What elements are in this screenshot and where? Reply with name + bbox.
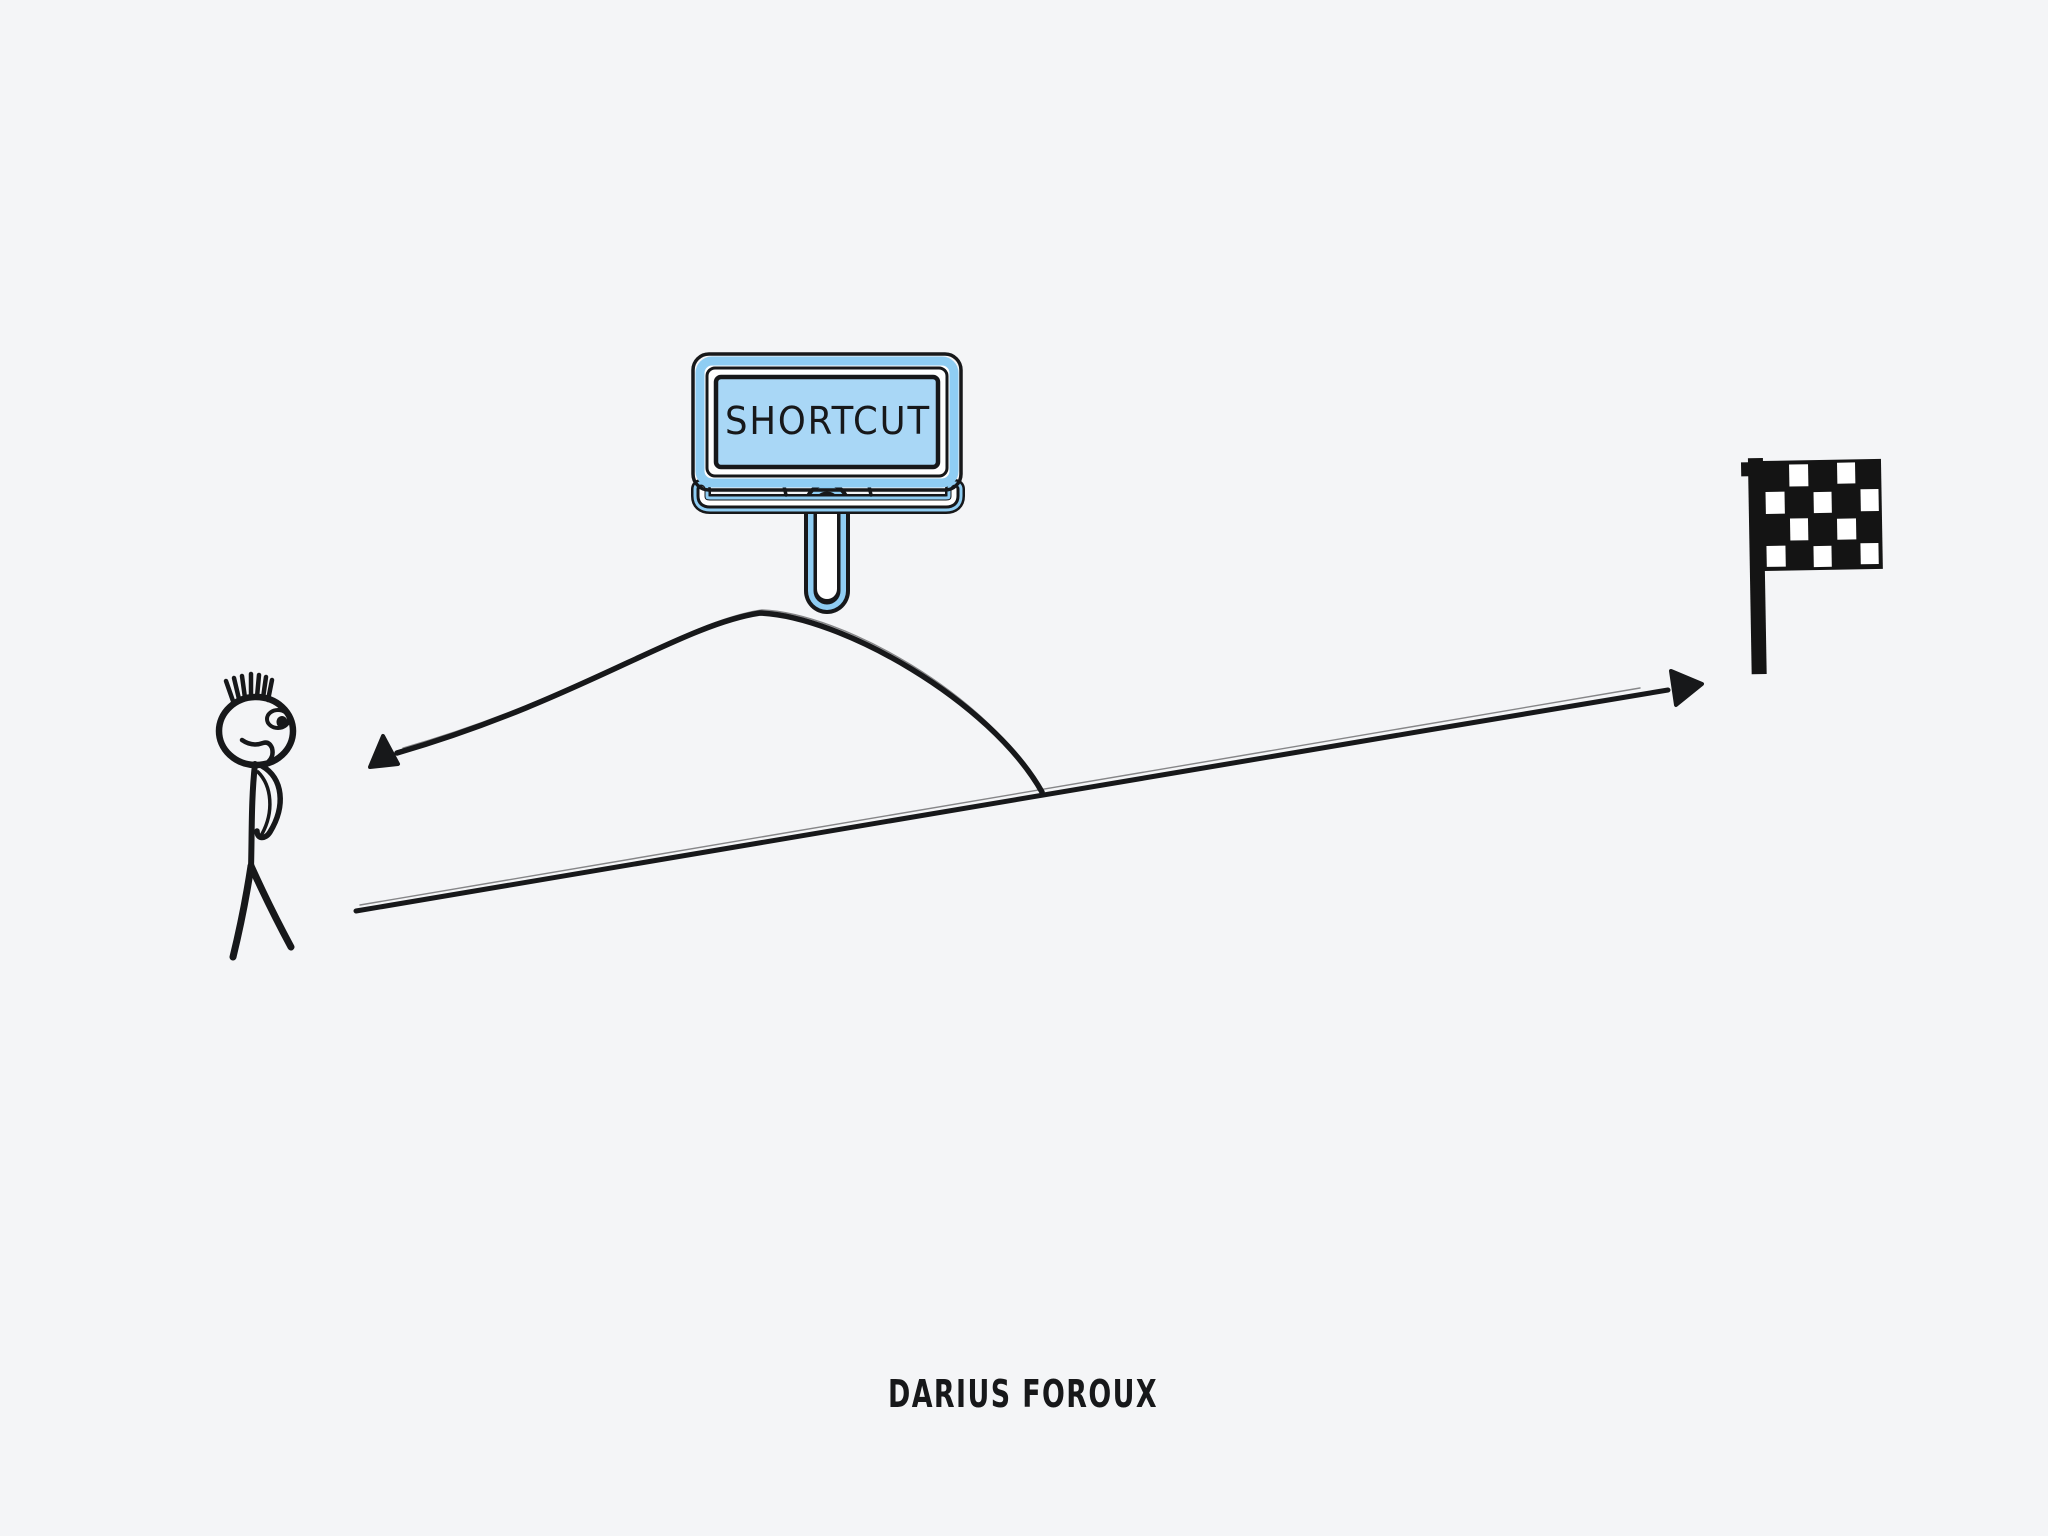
signature: DARIUS FOROUX [888, 1372, 1158, 1416]
stick-figure-pupil [276, 716, 288, 728]
sign-panel [713, 374, 941, 470]
stick-figure-eye [265, 708, 291, 730]
straight-path-line [353, 687, 1671, 914]
flag-canvas [1761, 458, 1883, 571]
stick-figure-head [215, 693, 297, 769]
flag-pole-notch [1740, 462, 1751, 477]
sign-bracket [691, 479, 965, 514]
hill-path-line [394, 610, 1045, 795]
stick-figure-right-leg [247, 862, 295, 951]
stick-figure-arm-inner [256, 770, 272, 836]
straight-path-arrow [353, 669, 1704, 914]
stick-figure-left-leg [229, 862, 255, 961]
shortcut-sign: SHORTCUT [691, 352, 965, 614]
hill-path-arrowhead-icon [368, 734, 400, 769]
stick-figure-mouth [239, 737, 275, 764]
sign-board: SHORTCUT [691, 352, 963, 492]
stick-figure-body [248, 761, 258, 871]
sign-outer-frame [691, 352, 963, 492]
stick-figure-arm [254, 763, 283, 841]
checkered-finish-flag-icon [1740, 457, 1883, 675]
flag-pole [1747, 457, 1767, 675]
straight-path-arrowhead-icon [1669, 669, 1704, 707]
curved-hill-path-arrow [368, 609, 1045, 795]
flag-white-cells [1765, 462, 1879, 568]
shortcut-label: SHORTCUT [725, 399, 931, 443]
straight-path-sketch-line [359, 687, 1641, 906]
sign-mid-frame [705, 366, 949, 478]
hill-path-sketch-line [402, 609, 1039, 787]
stick-figure [215, 671, 297, 961]
